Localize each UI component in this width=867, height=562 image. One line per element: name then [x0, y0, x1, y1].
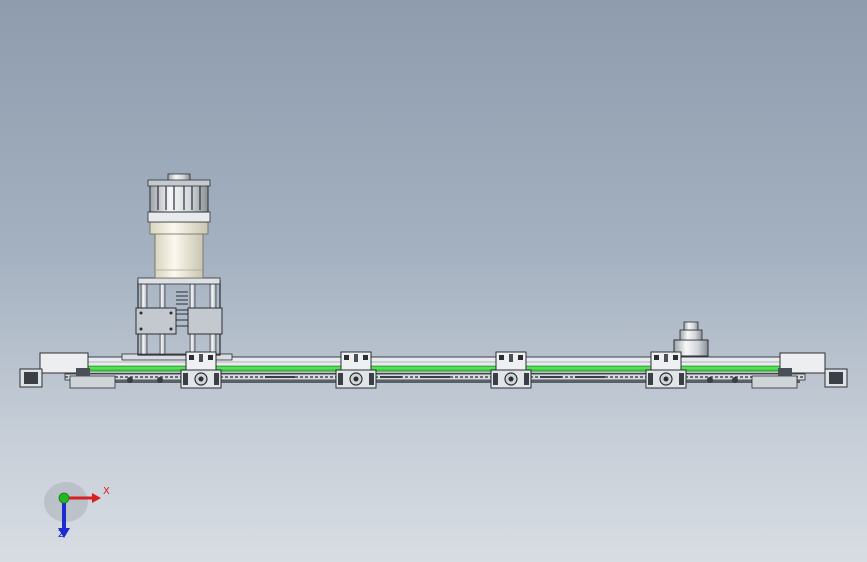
- right-end-cap[interactable]: [707, 352, 848, 389]
- lift-tower-unit[interactable]: [121, 173, 233, 361]
- drive-module[interactable]: [335, 351, 377, 389]
- z-axis-label: Z: [58, 529, 65, 540]
- right-drive-motor[interactable]: [673, 321, 709, 357]
- x-axis-label: X: [103, 486, 110, 497]
- triad-axes: [44, 482, 101, 538]
- drive-module[interactable]: [490, 351, 532, 389]
- orientation-triad[interactable]: X Z: [44, 480, 114, 544]
- y-axis-indicator: [58, 492, 70, 504]
- left-end-cap[interactable]: [19, 352, 163, 389]
- drive-module[interactable]: [180, 351, 222, 389]
- lower-track: [64, 373, 806, 383]
- rail-fasteners: [265, 376, 605, 378]
- drive-module[interactable]: [645, 351, 687, 389]
